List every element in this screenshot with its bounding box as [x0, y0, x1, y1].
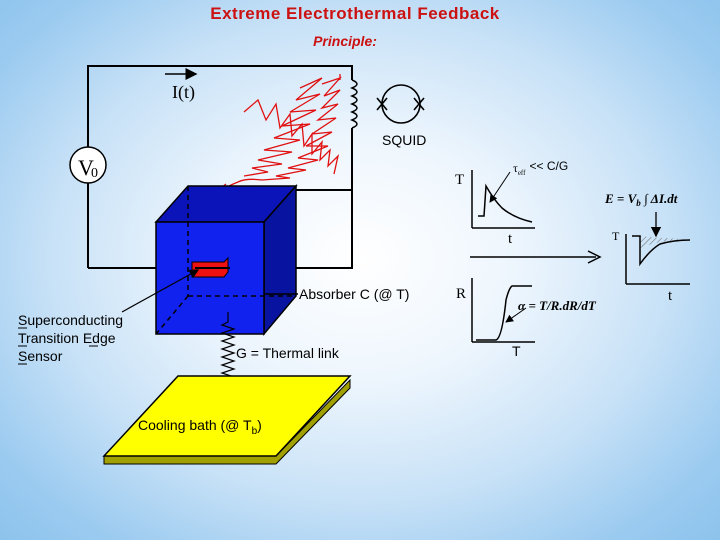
pulse-x-axis-label: t: [508, 231, 513, 247]
feedback-plot: [625, 212, 691, 285]
resistance-x-axis-label: T: [512, 343, 521, 359]
feedback-x-axis-label: t: [668, 288, 673, 304]
pulse-y-axis-label: T: [455, 172, 464, 188]
absorber-label: Absorber C (@ T): [299, 286, 409, 302]
resistance-curve: [476, 285, 532, 341]
page-title: Extreme Electrothermal Feedback: [210, 4, 500, 23]
squid-label: SQUID: [382, 132, 426, 148]
energy-formula: E = Vb ∫ ΔI.dt: [604, 191, 678, 208]
thermal-link-label: G = Thermal link: [236, 345, 340, 361]
voltage-label: V: [78, 155, 94, 180]
bath-top-face: [102, 375, 352, 457]
page-subtitle: Principle:: [313, 33, 377, 49]
energy-formula-rest: ∫ ΔI.dt: [641, 191, 678, 207]
energy-formula-main: E = V: [604, 191, 638, 206]
pulse-curve: [478, 183, 533, 223]
photon-wave: [210, 74, 343, 198]
transition-arrow: [470, 250, 602, 264]
time-constant-label: τeff<< C/G: [513, 159, 568, 177]
current-label: I(t): [172, 82, 195, 103]
time-constant-subscript: eff: [518, 169, 526, 177]
feedback-hatched-area: [640, 236, 690, 248]
coupling-inductor: [349, 79, 358, 129]
tes-label-line-3: Sensor: [18, 348, 63, 364]
tes-label-line-2: Transition Edge: [18, 330, 116, 346]
bath-label-subscript: b: [252, 426, 258, 437]
bath-label-main: Cooling bath (@ T: [138, 417, 252, 433]
time-constant-symbol: τ: [513, 161, 518, 175]
bath-label-suffix: ): [257, 417, 262, 433]
cooling-bath: [102, 375, 352, 465]
bath-label: Cooling bath (@ Tb): [138, 417, 262, 437]
resistance-y-axis-label: R: [456, 286, 466, 302]
voltage-subscript: 0: [91, 166, 98, 181]
energy-formula-subscript: b: [636, 198, 641, 208]
feedback-curve: [632, 235, 691, 267]
absorber-cube: [154, 184, 298, 337]
alpha-formula: α = T/R.dR/dT: [518, 298, 597, 313]
time-constant-note: << C/G: [529, 159, 568, 173]
voltage-source: V 0: [69, 146, 107, 184]
pulse-plot: [471, 170, 535, 229]
tes-label-line-1: Superconducting: [18, 312, 123, 328]
tes-label: Superconducting Transition Edge Sensor: [18, 312, 123, 365]
tes-pointer: [121, 269, 200, 313]
feedback-y-axis-label: T: [612, 229, 620, 243]
absorber-front-face: [155, 221, 265, 335]
resistance-plot: [471, 278, 535, 343]
squid-symbol: [376, 84, 425, 124]
